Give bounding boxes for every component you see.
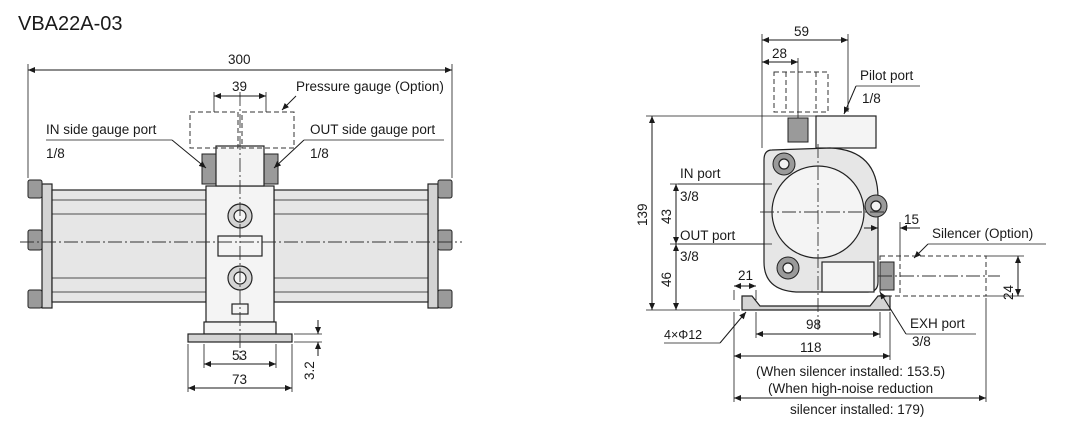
label-in-port: IN port bbox=[680, 166, 721, 181]
label-pressure-gauge: Pressure gauge (Option) bbox=[296, 79, 444, 94]
note-silencer-installed: (When silencer installed: 153.5) bbox=[756, 364, 945, 379]
dim-bracket-outer: 73 bbox=[232, 372, 247, 387]
dim-top-width: 59 bbox=[794, 24, 809, 39]
front-view: 300 39 Pressure gauge (Option) IN side g… bbox=[20, 52, 462, 392]
label-out-port: OUT port bbox=[680, 228, 736, 243]
left-cylinder-tube bbox=[51, 189, 207, 303]
left-end-plate bbox=[41, 183, 53, 309]
dim-overall-length: 300 bbox=[228, 52, 251, 67]
label-exh-size: 3/8 bbox=[912, 334, 931, 349]
pilot-block bbox=[815, 115, 877, 149]
dim-out-height: 46 bbox=[659, 272, 674, 287]
left-tie-nut-bottom bbox=[27, 289, 43, 309]
label-pilot-size: 1/8 bbox=[862, 91, 881, 106]
note-high-noise-line1: (When high-noise reduction bbox=[768, 381, 933, 396]
pressure-gauge-right bbox=[241, 111, 295, 149]
out-gauge-fitting bbox=[263, 153, 279, 185]
label-out-gauge-size: 1/8 bbox=[310, 146, 329, 161]
dim-silencer-offset: 15 bbox=[904, 212, 919, 227]
label-pilot-port: Pilot port bbox=[860, 68, 914, 83]
right-cylinder-tube bbox=[273, 189, 429, 303]
dim-in-height: 43 bbox=[659, 209, 674, 224]
label-in-size: 3/8 bbox=[680, 189, 699, 204]
side-base-bracket bbox=[741, 295, 891, 311]
label-in-gauge-size: 1/8 bbox=[46, 146, 65, 161]
right-tie-nut-mid bbox=[437, 229, 453, 251]
dim-plate-thickness: 3.2 bbox=[302, 361, 317, 380]
dim-mount-offset: 21 bbox=[738, 268, 753, 283]
label-out-size: 3/8 bbox=[680, 249, 699, 264]
note-high-noise-line2: silencer installed: 179) bbox=[790, 402, 924, 417]
right-tie-nut-bottom bbox=[437, 289, 453, 309]
dim-bracket-inner: 53 bbox=[232, 348, 247, 363]
dim-pilot-offset: 28 bbox=[772, 46, 787, 61]
pressure-gauge-left bbox=[189, 111, 239, 149]
drawing-title: VBA22A-03 bbox=[18, 13, 123, 35]
dim-height: 139 bbox=[635, 203, 650, 226]
right-end-plate bbox=[427, 183, 439, 309]
label-out-gauge-port: OUT side gauge port bbox=[310, 122, 435, 137]
pilot-fitting bbox=[787, 117, 809, 143]
side-view: 59 28 Pilot port 1/8 139 43 46 IN port 3… bbox=[635, 24, 1046, 417]
label-silencer: Silencer (Option) bbox=[932, 226, 1033, 241]
left-tie-nut-mid bbox=[27, 229, 43, 251]
dim-base-width: 118 bbox=[800, 340, 822, 355]
pilot-gauge-outline bbox=[773, 71, 829, 113]
left-tie-nut-top bbox=[27, 179, 43, 199]
exh-block bbox=[821, 261, 875, 293]
label-exh-port: EXH port bbox=[910, 316, 965, 331]
label-in-gauge-port: IN side gauge port bbox=[46, 122, 157, 137]
in-gauge-fitting bbox=[201, 153, 217, 185]
dim-silencer-dia: 24 bbox=[1001, 284, 1016, 300]
dim-mount-span: 98 bbox=[806, 317, 821, 332]
label-mount-holes: 4×Φ12 bbox=[664, 328, 702, 342]
right-tie-nut-top bbox=[437, 179, 453, 199]
dim-gauge-spacing: 39 bbox=[232, 79, 247, 94]
